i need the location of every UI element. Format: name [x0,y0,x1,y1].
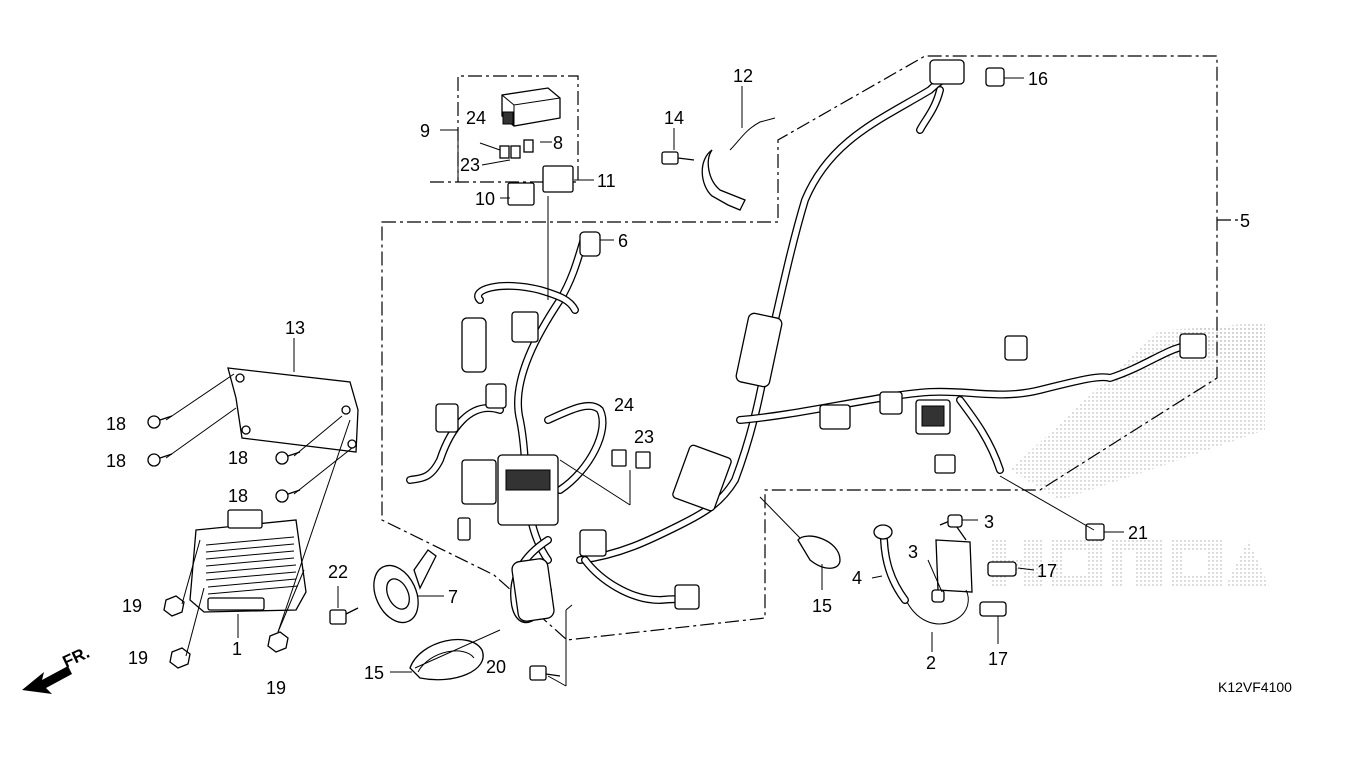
nut-19b [169,647,191,669]
relay-11 [542,165,574,193]
callout-18b: 18 [106,451,126,471]
harness-assembly-boundary [381,55,1238,641]
leader-lines [165,77,1124,687]
ecu-bracket [227,367,359,453]
callout-6: 6 [618,231,628,251]
honda-watermark [990,322,1270,588]
callout-11: 11 [597,171,616,191]
callout-23b: 23 [634,427,654,447]
harness-band-15a [409,638,484,681]
callout-19a: 19 [122,596,142,616]
callout-19b: 19 [128,648,148,668]
callout-15b: 15 [812,596,832,616]
callout-23a: 23 [460,155,480,175]
callout-10: 10 [475,189,495,209]
ecu-unit [189,509,307,613]
callout-17a: 17 [1037,561,1057,581]
callout-21: 21 [1128,523,1148,543]
bolt-22 [329,607,359,625]
callout-3b: 3 [908,542,918,562]
relay-box-part [499,87,561,159]
callout-14: 14 [664,108,684,128]
callout-24b: 24 [614,395,634,415]
callout-22: 22 [328,562,348,582]
bolt-17b [979,601,1007,617]
clip-16 [985,67,1005,87]
figure-code: K12VF4100 [1218,679,1292,695]
callout-3a: 3 [984,512,994,532]
fasteners [147,67,1105,681]
callout-13: 13 [285,318,305,338]
callout-4: 4 [852,568,862,588]
callout-labels: 1 2 3 3 4 5 6 7 8 9 10 11 12 13 14 15 15… [106,66,1250,698]
nut-19a [163,595,185,617]
callout-5: 5 [1240,211,1250,231]
bolt-20 [529,665,561,681]
ignition-coil [873,514,973,625]
callout-16: 16 [1028,69,1048,89]
main-wire-harness [406,59,1207,623]
ground-wire-clamp [661,117,776,211]
callout-18a: 18 [106,414,126,434]
callout-20: 20 [486,657,506,677]
screw-18a [147,415,173,429]
screw-18c [275,451,301,465]
callout-17b: 17 [988,649,1008,669]
relay-10 [507,182,535,206]
callout-18c: 18 [228,448,248,468]
callout-19c: 19 [266,678,286,698]
callout-1: 1 [232,639,242,659]
bolt-17a [987,561,1017,577]
svg-text:FR.: FR. [60,643,93,672]
screw-18d [275,489,301,503]
callout-12: 12 [733,66,753,86]
relay-box-boundary [430,75,579,183]
front-direction-indicator: FR. [22,643,93,694]
callout-15a: 15 [364,663,384,683]
harness-band-15b [797,535,841,569]
callout-24a: 24 [466,108,486,128]
callout-7: 7 [448,587,458,607]
callout-18d: 18 [228,486,248,506]
callout-2: 2 [926,653,936,673]
callout-9: 9 [420,121,430,141]
nut-19c [267,631,289,653]
horn [373,549,437,624]
callout-8: 8 [553,133,563,153]
